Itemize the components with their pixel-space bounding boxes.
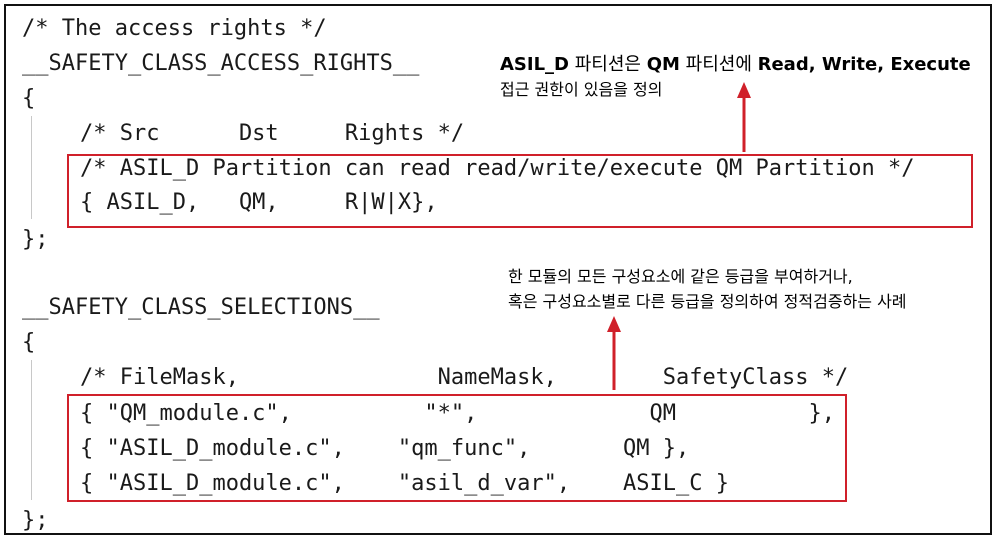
code-line-row-3: { "ASIL_D_module.c", "asil_d_var", ASIL_…: [80, 471, 730, 496]
code-line-comment-partition: /* ASIL_D Partition can read read/write/…: [80, 156, 915, 181]
code-line-open-brace-2: {: [22, 330, 36, 355]
indent-guide-access: [31, 116, 32, 219]
figure-frame: [4, 4, 992, 535]
code-line-rule-access: { ASIL_D, QM, R|W|X},: [80, 190, 438, 215]
annotation-access-asil-d: ASIL_D: [500, 54, 570, 75]
code-line-close-brace-2: };: [22, 508, 49, 533]
annotation-access-text-a: 파티션은: [569, 54, 647, 75]
code-line-header-selections: /* FileMask, NameMask, SafetyClass */: [80, 365, 849, 390]
annotation-selections-line-1: 한 모듈의 모든 구성요소에 같은 등급을 부여하거나,: [508, 267, 853, 286]
highlight-box-access-rule: [67, 154, 973, 228]
indent-guide-selections: [31, 360, 32, 500]
code-line-row-1: { "QM_module.c", "*", QM },: [80, 401, 835, 426]
code-line-close-brace-1: };: [22, 227, 49, 252]
annotation-access-rwx: Read, Write, Execute: [757, 54, 971, 75]
annotation-access-qm: QM: [646, 54, 680, 75]
annotation-access-line-1: ASIL_D 파티션은 QM 파티션에 Read, Write, Execute: [500, 50, 971, 76]
code-line-macro-access: __SAFETY_CLASS_ACCESS_RIGHTS__: [22, 51, 420, 76]
code-line-macro-selections: __SAFETY_CLASS_SELECTIONS__: [22, 295, 380, 320]
annotation-selections-line-2: 혹은 구성요소별로 다른 등급을 정의하여 정적검증하는 사례: [508, 292, 907, 311]
code-line-header-access: /* Src Dst Rights */: [80, 121, 465, 146]
code-line-open-brace-1: {: [22, 86, 36, 111]
annotation-access-line-2: 접근 권한이 있음을 정의: [500, 80, 663, 99]
arrow-up-selections-head: [607, 316, 621, 332]
code-line-row-2: { "ASIL_D_module.c", "qm_func", QM },: [80, 436, 690, 461]
annotation-access-text-b: 파티션에: [679, 54, 758, 75]
arrow-up-access-head: [737, 82, 751, 98]
code-line-comment-access: /* The access rights */: [22, 16, 327, 41]
highlight-box-selection-rows: [67, 394, 847, 502]
